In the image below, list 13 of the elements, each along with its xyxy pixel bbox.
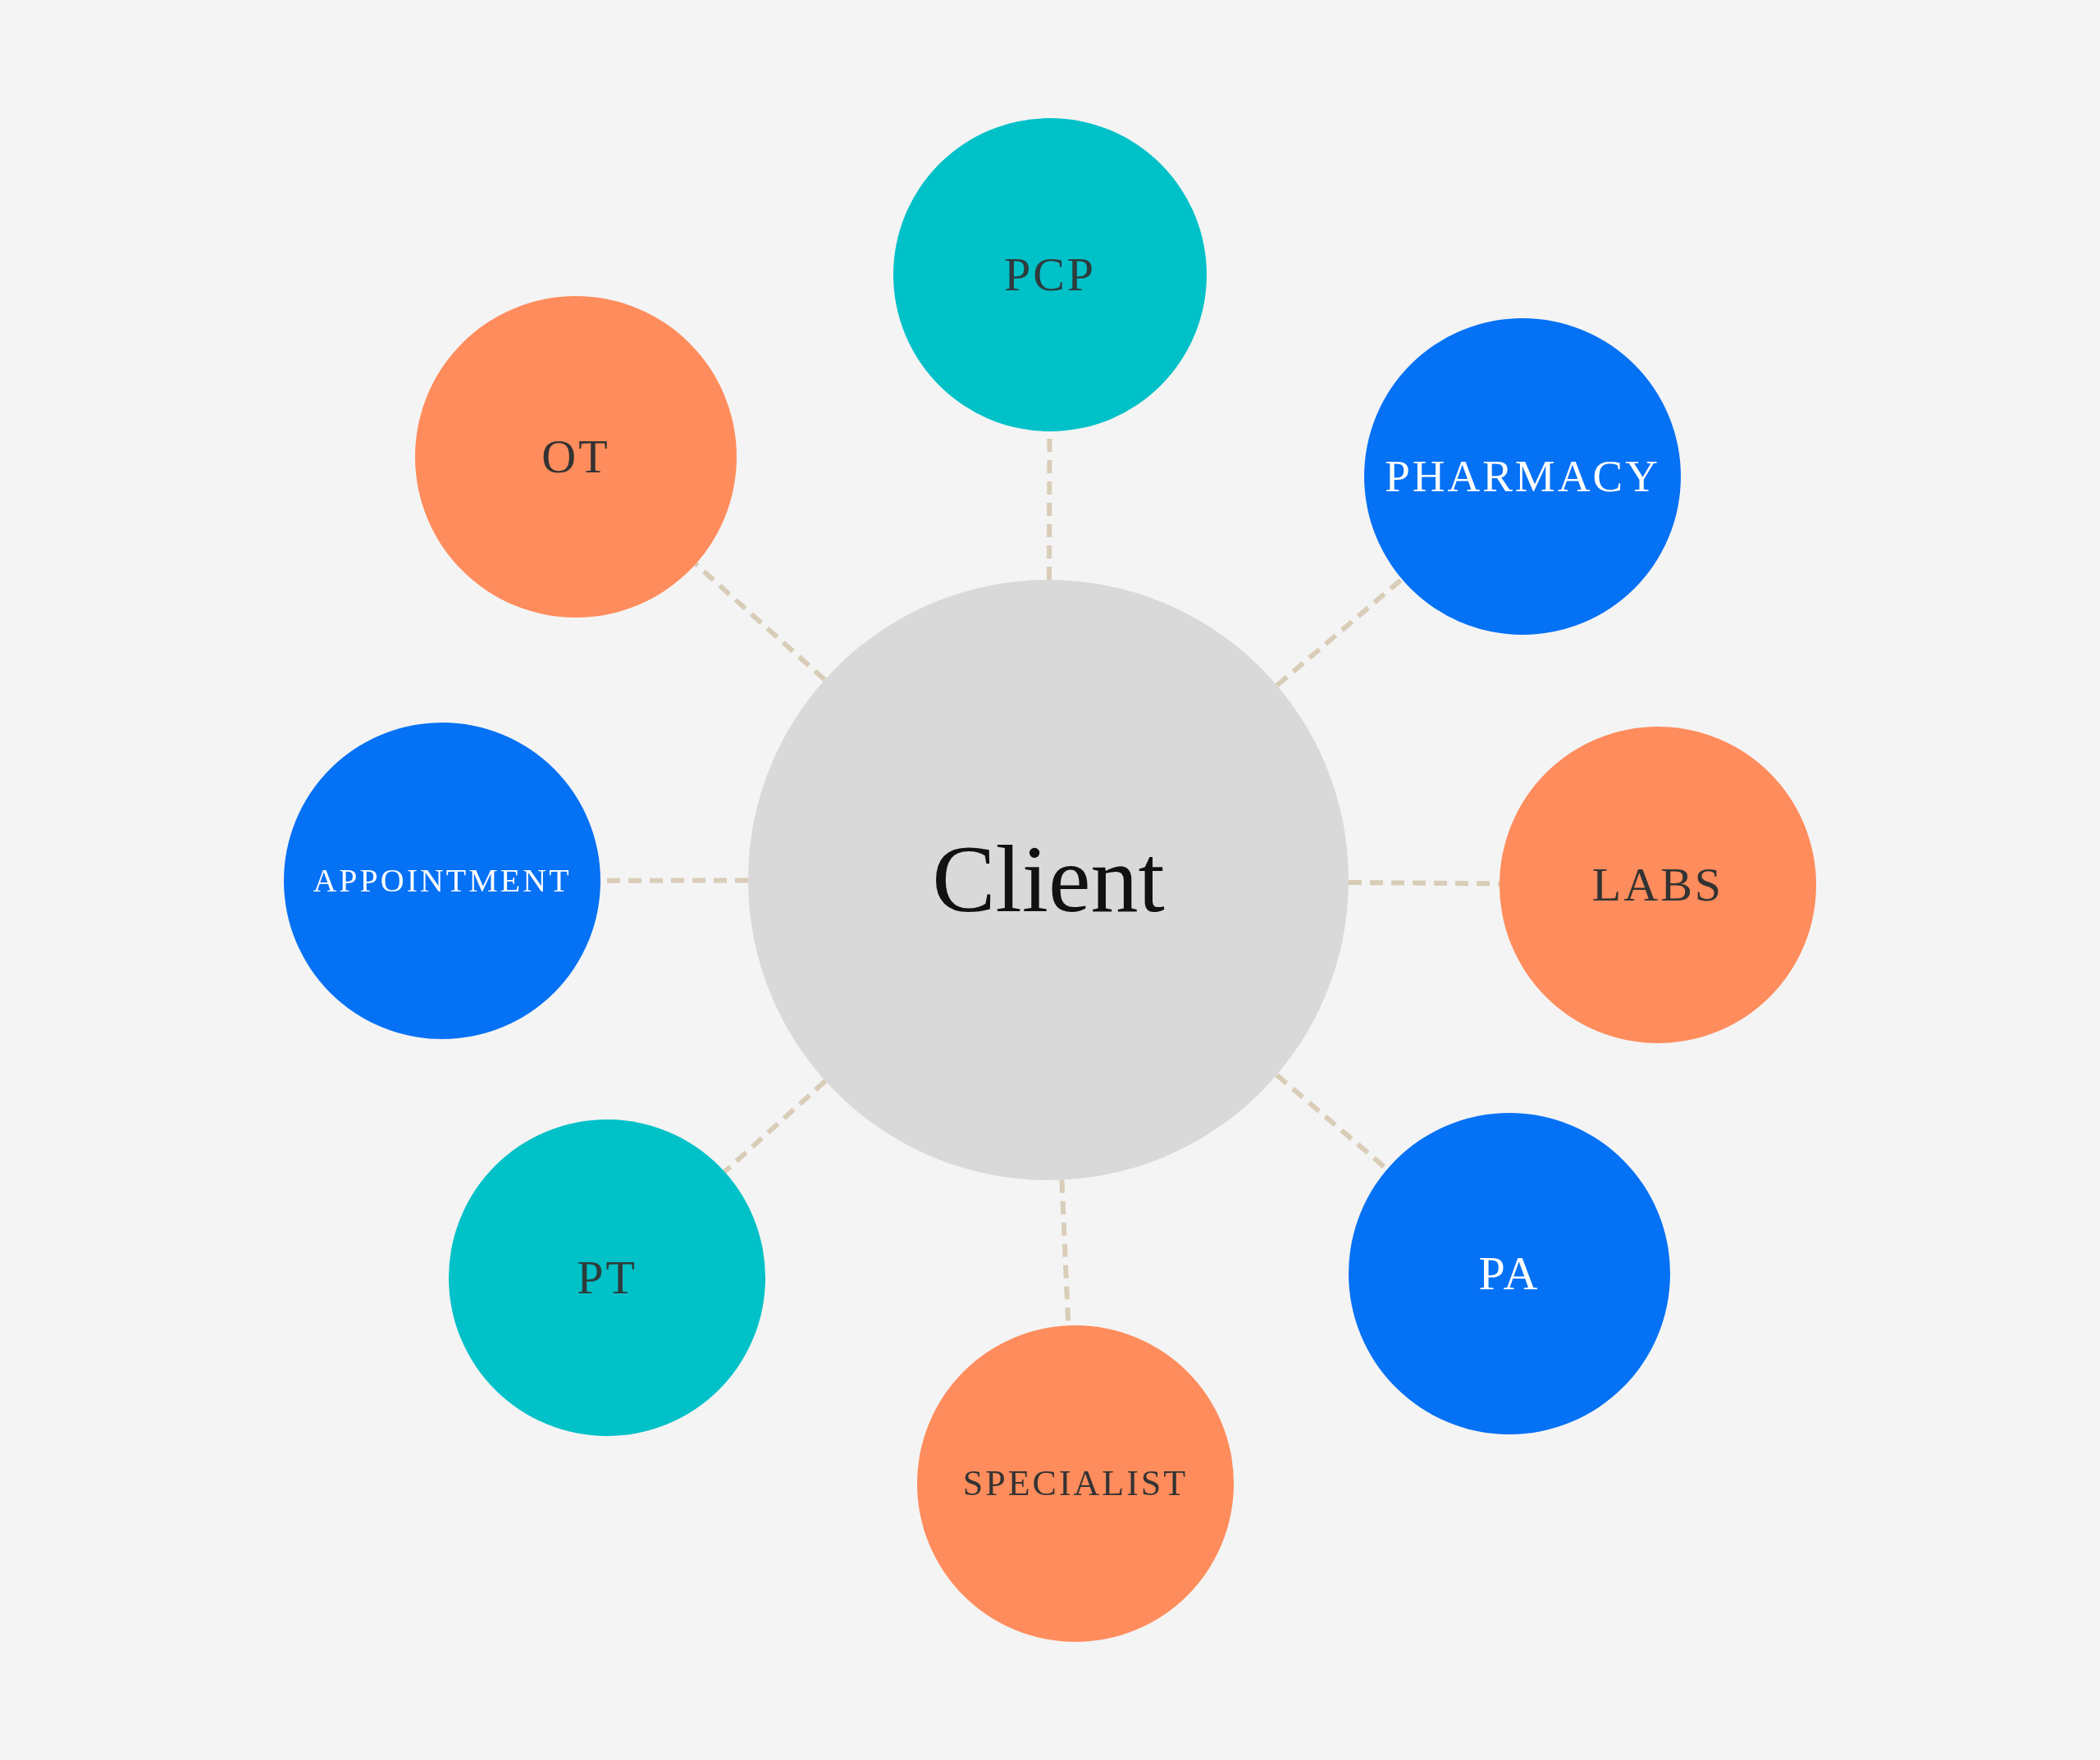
circle-label: PHARMACY [1385,451,1660,502]
connector-line [1275,577,1404,688]
circle-label: PCP [1003,248,1097,301]
connector-line [1348,879,1500,887]
circle-label: PA [1478,1247,1541,1300]
circle-label: APPOINTMENT [313,863,572,899]
connector-line [723,1078,828,1174]
circle-label: Client [932,828,1165,932]
circle-label: OT [541,431,610,483]
circle-label: SPECIALIST [962,1463,1189,1504]
circle-label: PT [577,1252,637,1304]
connector-line [694,562,827,682]
circle-label: LABS [1591,859,1724,911]
